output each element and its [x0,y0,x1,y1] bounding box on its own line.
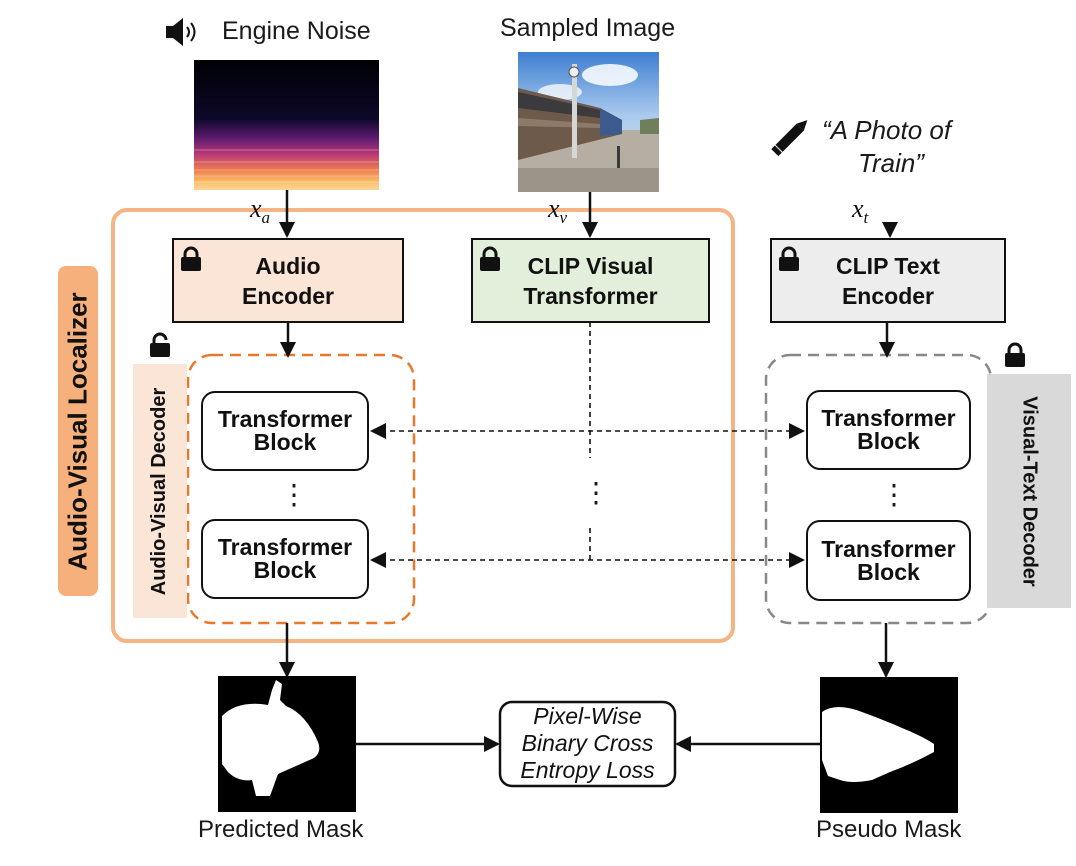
av-ellipsis: ⋮ [280,479,308,510]
image-var: xv [548,194,568,228]
audio-input-label: Engine Noise [222,17,371,45]
av-decoder-label: Audio-Visual Decoder [148,387,171,595]
speaker-icon [166,18,196,46]
clip-visual-line1: CLIP Visual [527,252,654,279]
pencil-icon [771,120,808,157]
tblock-line1: Transformer [217,534,353,560]
pseudo-mask-label: Pseudo Mask [816,816,962,843]
tblock-line1: Transformer [821,405,956,431]
audio-encoder-line1: Audio [255,252,321,279]
vt-decoder-label: Visual-Text Decoder [1018,395,1041,587]
av-decoder-frame [186,353,416,625]
tblock-line2: Block [253,429,317,455]
tblock-line1: Transformer [821,535,956,562]
tblock-line1: Transformer [217,406,353,432]
text-var: xt [852,194,869,228]
vt-decoder-tag: Visual-Text Decoder [987,374,1071,608]
audio-encoder-line2: Encoder [241,282,335,309]
tblock-line2: Block [857,558,920,585]
loss-line2: Binary Cross [521,730,654,756]
clip-text-line1: CLIP Text [836,252,940,279]
predicted-mask-label: Predicted Mask [198,816,364,843]
image-input-label: Sampled Image [500,14,676,42]
clip-text-line2: Encoder [841,282,934,309]
pseudo-mask-image [820,677,958,813]
text-input-label-1: “A Photo of [822,115,952,145]
localizer-tag: Audio-Visual Localizer [58,266,98,596]
loss-line1: Pixel-Wise [533,703,642,729]
localizer-label: Audio-Visual Localizer [62,291,93,571]
lock-icon [1005,342,1025,367]
lock-icon [779,246,799,271]
tblock-line2: Block [253,557,317,583]
train-photo [518,52,659,192]
visual-ellipsis: ⋮ [582,477,610,508]
av-decoder-tag: Audio-Visual Decoder [133,364,187,618]
tblock-line2: Block [857,428,920,454]
loss-line3: Entropy Loss [520,757,655,783]
audio-var: xa [250,194,271,228]
loss-text: Pixel-Wise Binary Cross Entropy Loss [500,703,675,784]
vt-ellipsis: ⋮ [880,479,908,510]
lock-icon [480,246,500,271]
unlock-icon [150,332,170,357]
text-input-label-2: Train” [858,148,924,178]
predicted-mask-image [218,676,356,812]
spectrogram-image [194,60,379,190]
lock-icon [181,246,201,271]
clip-visual-line2: Transformer [523,282,658,309]
